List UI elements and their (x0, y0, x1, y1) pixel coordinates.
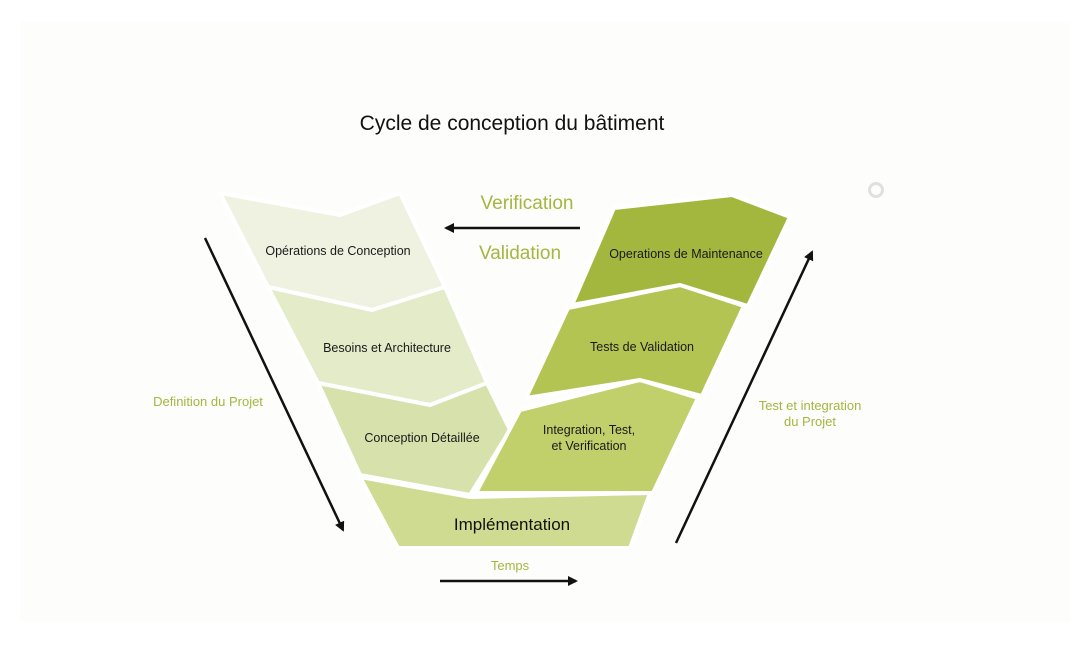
integration-arrow (674, 250, 814, 544)
label-integration-line1: Integration, Test, (543, 423, 635, 437)
test-integration-label-line1: Test et integration (759, 398, 862, 413)
definition-label: Definition du Projet (153, 394, 263, 409)
label-besoins-architecture: Besoins et Architecture (323, 341, 451, 355)
ring-icon (868, 182, 884, 198)
block-operations-maintenance (570, 193, 792, 308)
verification-label: Verification (481, 193, 574, 214)
definition-arrow (203, 237, 345, 532)
label-implementation: Implémentation (454, 515, 570, 534)
time-label: Temps (491, 558, 530, 573)
diagram-title: Cycle de conception du bâtiment (360, 112, 665, 135)
validation-label: Validation (479, 243, 561, 264)
label-operations-maintenance: Operations de Maintenance (609, 247, 763, 261)
label-tests-validation: Tests de Validation (590, 340, 694, 354)
test-integration-label-line2: du Projet (784, 414, 836, 429)
label-operations-conception: Opérations de Conception (265, 244, 410, 258)
label-conception-detaillee: Conception Détaillée (364, 431, 479, 445)
label-integration-line2: et Verification (551, 439, 626, 453)
